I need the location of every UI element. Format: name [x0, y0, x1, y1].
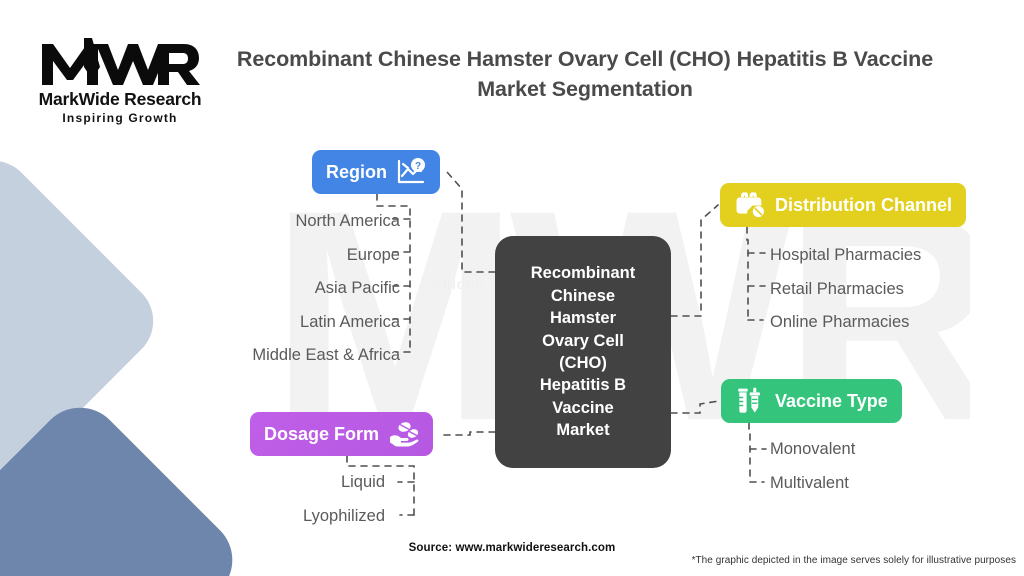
- connector-center-region: [446, 171, 496, 273]
- leaf-list-vaccine-type: Monovalent Multivalent: [770, 433, 1020, 500]
- medical-bag-pills-icon: [734, 191, 764, 219]
- leaf-list-region: North America Europe Asia Pacific Latin …: [10, 205, 400, 373]
- logo-tagline: Inspiring Growth: [62, 111, 178, 125]
- center-node: Recombinant Chinese Hamster Ovary Cell (…: [495, 236, 671, 468]
- source-note: Source: www.markwideresearch.com: [408, 542, 616, 554]
- connector-center-distribution: [670, 204, 719, 317]
- leaf-item: Hospital Pharmacies: [770, 246, 922, 264]
- line-chart-question-icon: ?: [396, 158, 426, 186]
- brand-logo: MarkWide Research Inspiring Growth: [30, 30, 210, 125]
- leaf-item: Monovalent: [770, 440, 856, 458]
- leaf-item: Lyophilized: [303, 506, 385, 525]
- connector-center-dosage: [442, 431, 496, 436]
- leaf-item: Multivalent: [770, 473, 849, 492]
- leaf-item: Online Pharmacies: [770, 313, 910, 331]
- leaf-item: Latin America: [300, 312, 400, 331]
- branch-label-region: Region: [326, 161, 387, 182]
- leaf-item: Middle East & Africa: [252, 346, 400, 364]
- center-node-label: Recombinant Chinese Hamster Ovary Cell (…: [530, 264, 636, 440]
- leaf-item: Asia Pacific: [314, 279, 400, 297]
- connector-vaccine-spine: [748, 422, 751, 483]
- connector-dosage-spine: [346, 455, 415, 516]
- logo-company-name: MarkWide Research: [38, 89, 202, 109]
- leaf-item: Europe: [346, 245, 400, 264]
- hand-holding-pills-icon: [389, 420, 419, 448]
- leaf-item: Retail Pharmacies: [770, 279, 904, 298]
- svg-text:?: ?: [415, 161, 421, 172]
- connector-region-spine: [376, 193, 411, 353]
- branch-label-distribution-channel: Distribution Channel: [775, 194, 952, 215]
- leaf-item: North America: [295, 212, 400, 230]
- branch-label-vaccine-type: Vaccine Type: [775, 390, 888, 411]
- branch-badge-region[interactable]: ? Region: [312, 150, 440, 194]
- leaf-list-distribution-channel: Hospital Pharmacies Retail Pharmacies On…: [770, 239, 1020, 340]
- mwr-monogram-icon: [42, 38, 200, 85]
- connector-center-vaccine: [670, 400, 720, 414]
- branch-badge-distribution-channel[interactable]: Distribution Channel: [720, 183, 966, 227]
- disclaimer-note: *The graphic depicted in the image serve…: [691, 555, 1016, 566]
- branch-badge-vaccine-type[interactable]: Vaccine Type: [721, 379, 902, 423]
- page-title: Recombinant Chinese Hamster Ovary Cell (…: [236, 47, 934, 101]
- branch-badge-dosage-form[interactable]: Dosage Form: [250, 412, 434, 456]
- connector-distribution-spine: [746, 226, 749, 321]
- leaf-item: Liquid: [340, 473, 385, 491]
- branch-label-dosage-form: Dosage Form: [264, 423, 380, 444]
- vial-syringe-icon: [735, 387, 765, 415]
- leaf-list-dosage-form: Liquid Lyophilized: [10, 466, 385, 533]
